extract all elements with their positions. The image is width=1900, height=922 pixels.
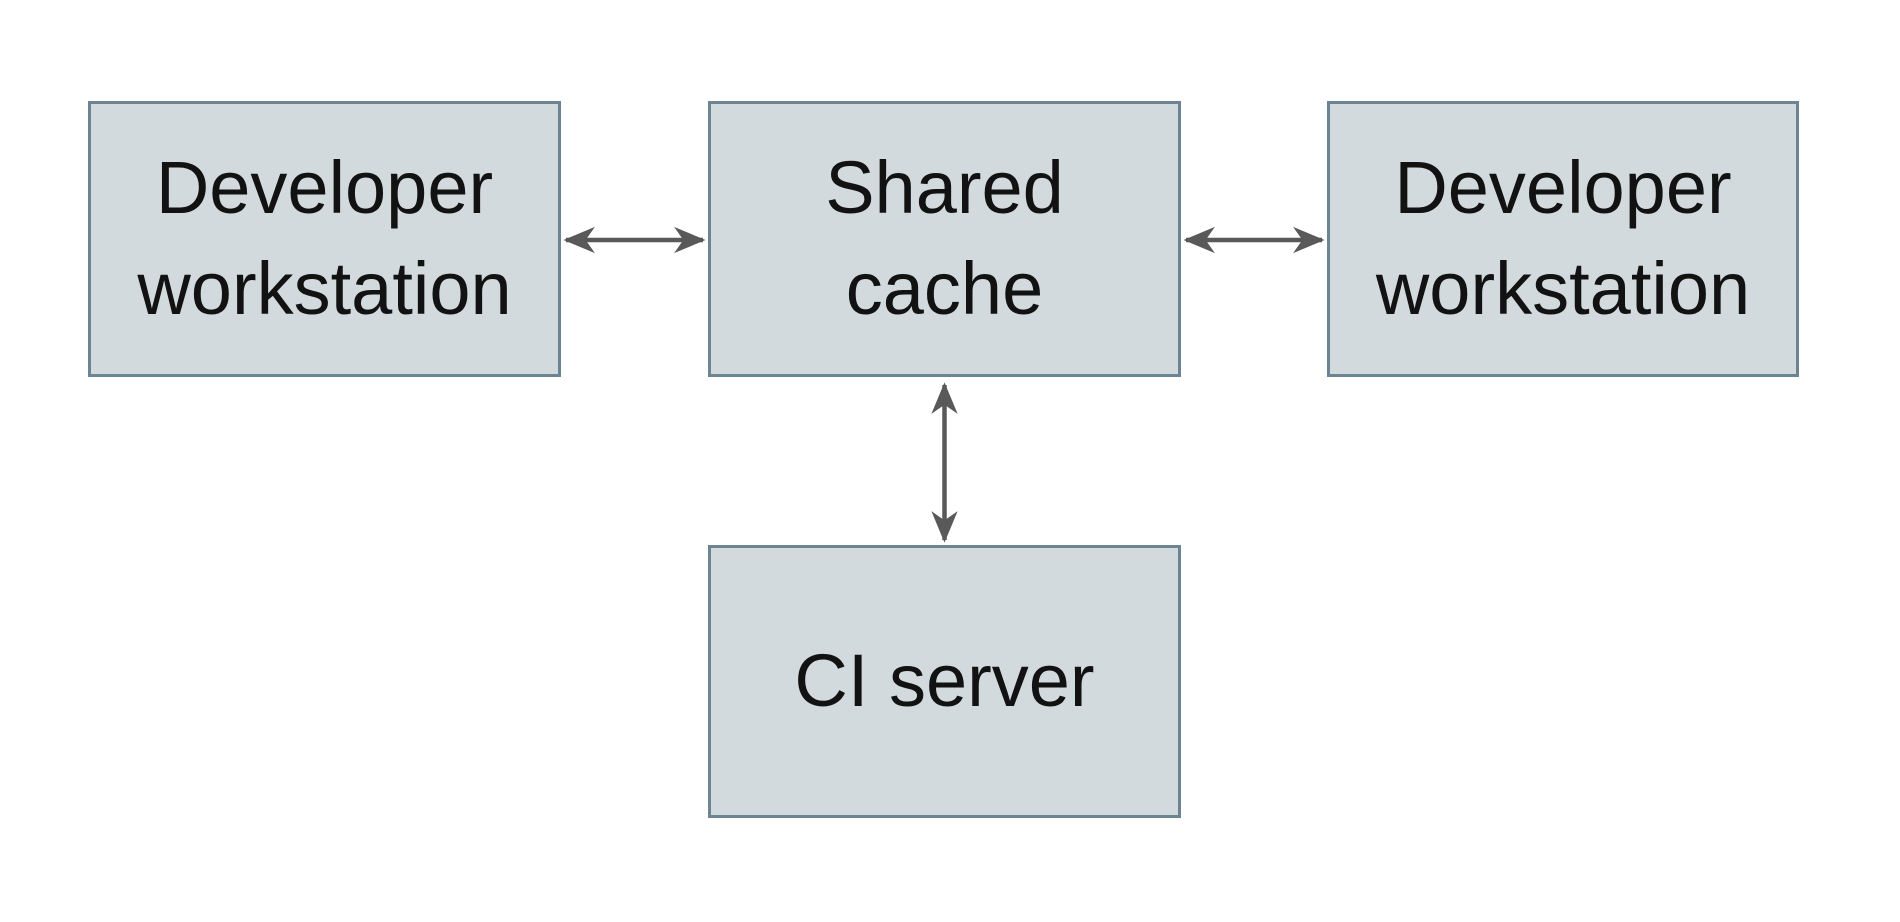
node-label: CI server	[794, 639, 1095, 723]
node-ci-server: CI server	[708, 545, 1181, 818]
node-developer-workstation-right: Developer workstation	[1327, 101, 1799, 377]
node-label: Shared cache	[825, 146, 1064, 330]
node-shared-cache: Shared cache	[708, 101, 1181, 377]
node-label: Developer workstation	[1375, 146, 1751, 330]
node-developer-workstation-left: Developer workstation	[88, 101, 561, 377]
node-label: Developer workstation	[137, 146, 512, 330]
